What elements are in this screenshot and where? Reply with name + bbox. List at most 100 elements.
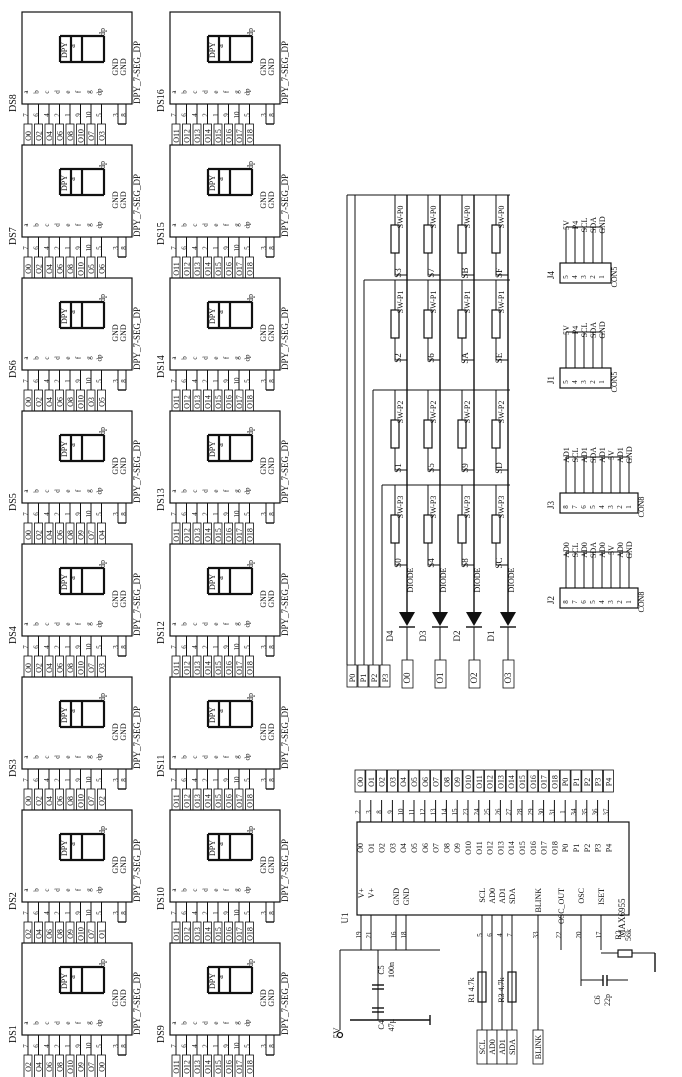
pin-letter-label: c [191,888,199,891]
gnd-label: GND [119,191,128,209]
pin-letter-label: b [33,90,41,94]
net-flag [23,1054,33,1077]
net-flag [86,1054,96,1077]
pin-net-label: O6 [45,1062,54,1072]
pin-letter-label: b [33,622,41,626]
c5-value: 100n [387,962,396,978]
pin-number-label: 7 [170,113,178,117]
pin-letter-label: f [223,1021,231,1024]
diode-net-label: O1 [435,673,445,684]
ic-net-label: O6 [421,777,430,787]
connector-net-label: GND [598,216,607,234]
pin-number-label: 4 [43,911,51,915]
ic-pin-name: P1 [572,844,581,852]
net-flag [468,659,481,689]
pin-net-label: O8 [66,663,75,673]
ic-pin-name: O0 [356,843,365,853]
gnd-pin-number: 3 [112,1044,120,1048]
connector-pin-number: 1 [625,600,633,604]
diode-net-label: O2 [469,673,479,684]
pin-letter-label: d [54,356,62,360]
diode-ref: D3 [418,630,428,641]
connector-net-label: GND [625,446,634,464]
pin-net-label: O8 [66,397,75,407]
ic-pin-name: OSC [577,888,586,904]
display-model: DPY_7-SEG_DP [280,440,290,503]
switch-name-label: S9 [460,463,470,473]
pin-letter-label: b [33,888,41,892]
pin-letter-label: d [54,489,62,493]
pin-net-label: O7 [87,131,96,141]
pin-letter-label: d [54,1021,62,1025]
net-flag [401,659,414,689]
ic-pin-number: 16 [390,931,398,939]
pin-net-label: O7 [87,663,96,673]
pin-net-label: O2 [98,796,107,806]
pin-letter-label: b [181,356,189,360]
pin-number-label: 6 [181,778,189,782]
pin-letter-label: c [43,622,51,625]
gnd-label: GND [267,989,276,1007]
gnd-label: GND [259,590,268,608]
connector-net-label: SCL [571,543,580,558]
net-flag [516,769,528,793]
connector-pin-number: 5 [589,600,597,604]
net-flag [245,1054,254,1077]
connector-net-label: AD0 [616,542,625,558]
connector-type: CON8 [637,497,646,518]
connector-pin-number: 4 [571,380,579,384]
pin-letter-label: f [75,888,83,891]
pin-net-label: O8 [66,264,75,274]
pin-number-label: 5 [96,379,104,383]
pin-net-label: O13 [193,794,202,808]
ic-net-label: O1 [367,777,376,787]
pin-net-label: O0 [24,264,33,274]
switch-model-label: SW-P1 [429,291,438,314]
pin-letter-label: d [202,888,210,892]
pin-letter-label: g [233,489,241,493]
ic-input-pin: V+21 [365,888,376,950]
pin-number-label: 9 [223,512,231,516]
port-flag [368,664,380,688]
gnd-pin-number: 8 [268,1044,276,1048]
gnd-label: GND [119,989,128,1007]
pin-net-label: O11 [172,794,181,807]
pin-net-label: O16 [225,661,234,675]
ic-pin-number: 1 [559,810,567,814]
ic-body [356,821,630,916]
diode-label: DIODE [439,567,448,592]
gnd-label: GND [259,723,268,741]
pin-letter-label: d [202,223,210,227]
switch-name-label: SB [460,267,470,278]
pin-net-label: O2 [35,663,44,673]
pin-letter-label: f [75,356,83,359]
ic-pin-number: 9 [386,810,394,814]
pin-net-label: O0 [24,796,33,806]
display-ref: DS11 [156,755,167,777]
pin-letter-label: g [233,888,241,892]
pin-number-label: 10 [85,776,93,784]
switch-name-label: S8 [460,558,470,568]
segment-a-label: a [68,44,77,48]
ic-pin-number: 24 [473,808,481,816]
pin-letter-label: a [22,755,30,759]
pin-letter-label: dp [244,620,252,628]
connector-net-label: SCL [580,323,589,338]
pin-letter-label: a [170,223,178,227]
pin-net-label: O12 [183,395,192,409]
net-flag [65,1054,75,1077]
switch-name-label: S3 [393,268,403,278]
net-flag [581,769,593,793]
pin-number-label: 1 [64,246,72,250]
pin-letter-label: f [223,755,231,758]
pin-net-label: O15 [214,1060,223,1074]
